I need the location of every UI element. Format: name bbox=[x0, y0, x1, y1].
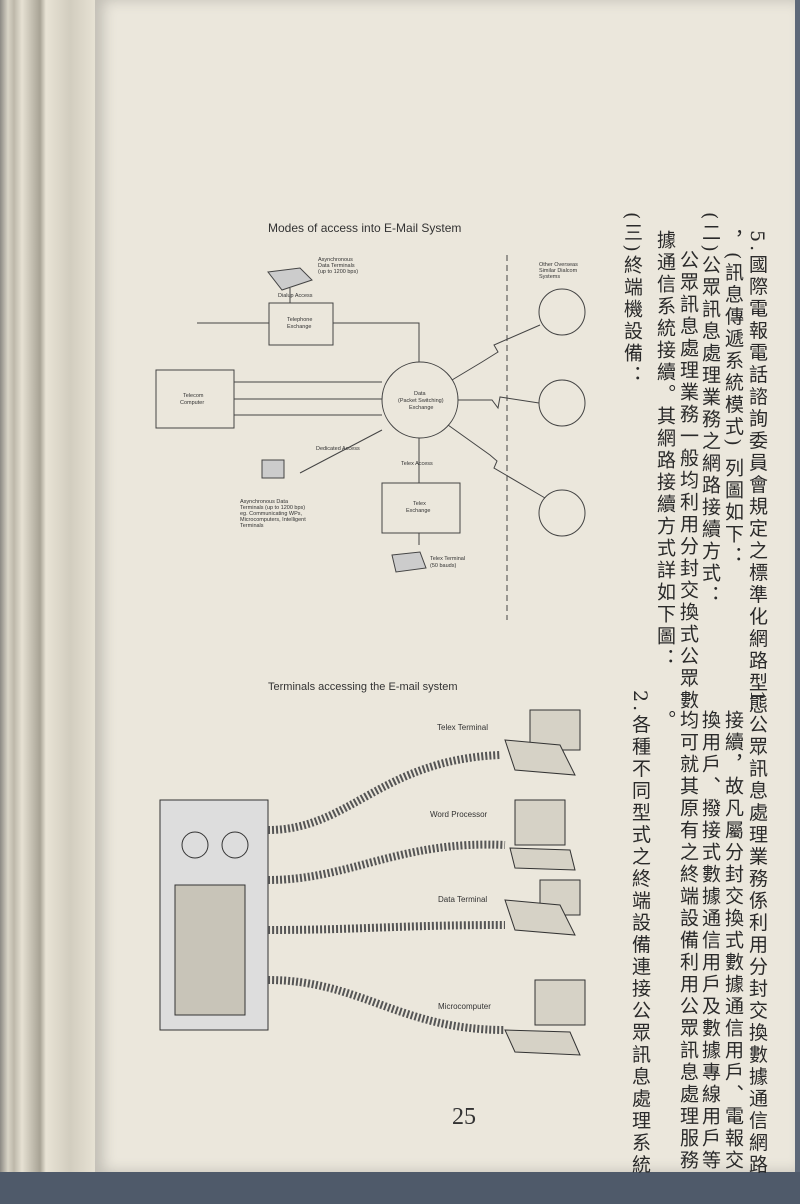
terminal-icon bbox=[504, 709, 586, 1056]
terminal-label: Word Processor bbox=[430, 810, 488, 819]
overseas-system-circle bbox=[538, 489, 586, 537]
body-text-column: 均可就其原有之終端設備利用公眾訊息處理服務 bbox=[677, 710, 699, 1172]
svg-text:Other Overseas: Other Overseas bbox=[539, 262, 578, 268]
body-text-column: 公眾訊息處理業務一般均利用分封交換式公眾數 bbox=[677, 250, 699, 712]
svg-text:Exchange: Exchange bbox=[409, 405, 433, 411]
svg-text:Dialup Access: Dialup Access bbox=[278, 293, 313, 299]
svg-text:Telex Access: Telex Access bbox=[401, 461, 433, 467]
terminal-icon bbox=[261, 267, 427, 573]
svg-text:Data Terminals: Data Terminals bbox=[318, 263, 355, 269]
svg-text:Terminals: Terminals bbox=[240, 523, 264, 529]
svg-text:(50 bauds): (50 bauds) bbox=[430, 563, 456, 569]
svg-text:Data: Data bbox=[414, 391, 427, 397]
body-text-column: 據通信系統接續。其網路接續方式詳如下圖： bbox=[654, 230, 676, 670]
svg-text:Terminals (up to 1200 bps): Terminals (up to 1200 bps) bbox=[240, 505, 305, 511]
diagram-title: Modes of access into E-Mail System bbox=[268, 221, 461, 235]
telex-exchange-box bbox=[381, 482, 461, 534]
body-text-column: 5.國際電報電話諮詢委員會規定之標準化網路型態 bbox=[746, 230, 768, 717]
overseas-system-circle bbox=[538, 288, 586, 336]
svg-text:Exchange: Exchange bbox=[406, 508, 430, 514]
svg-text:Systems: Systems bbox=[539, 274, 560, 280]
page-number: 25 bbox=[452, 1104, 476, 1130]
svg-text:Similar Dialcom: Similar Dialcom bbox=[539, 268, 578, 274]
svg-text:Asynchronous Data: Asynchronous Data bbox=[240, 499, 289, 505]
body-text-column: 接續，故凡屬分封交換式數據通信用戶、電報交 bbox=[722, 710, 744, 1172]
svg-text:Asynchronous: Asynchronous bbox=[318, 257, 353, 263]
body-text-column: (三)終端機設備： bbox=[621, 212, 643, 387]
body-text-column: (二)公眾訊息處理業務之網路接續方式： bbox=[699, 212, 721, 607]
svg-text:Telex Terminal: Telex Terminal bbox=[430, 556, 465, 562]
body-text-column: 。 bbox=[654, 710, 676, 732]
svg-text:Exchange: Exchange bbox=[287, 324, 311, 330]
terminal-label: Telex Terminal bbox=[437, 723, 488, 732]
svg-text:Dedicated Access: Dedicated Access bbox=[316, 446, 360, 452]
body-text-column: 2.各種不同型式之終端設備連接公眾訊息處理系統 bbox=[629, 690, 651, 1177]
body-text-column: 換用戶、撥接式數據通信用戶及數據專線用戶等 bbox=[699, 710, 721, 1172]
svg-text:eg. Communicating WPs,: eg. Communicating WPs, bbox=[240, 511, 303, 517]
body-text-column: 1.公眾訊息處理業務係利用分封交換數據通信網路 bbox=[746, 690, 768, 1177]
terminal-label: Microcomputer bbox=[438, 1002, 491, 1011]
book-page-edges bbox=[0, 0, 100, 1175]
background bbox=[0, 1172, 800, 1204]
svg-text:Telephone: Telephone bbox=[287, 317, 312, 323]
telephone-exchange-box bbox=[268, 302, 334, 346]
terminal-label: Data Terminal bbox=[438, 895, 487, 904]
svg-text:(up to 1200 bps): (up to 1200 bps) bbox=[318, 269, 358, 275]
diagram-title: Terminals accessing the E-mail system bbox=[268, 681, 458, 693]
svg-text:Computer: Computer bbox=[180, 400, 204, 406]
svg-text:Telecom: Telecom bbox=[183, 393, 204, 399]
mainframe-icon bbox=[159, 799, 269, 1031]
cable-bundles bbox=[267, 751, 506, 1034]
svg-text:Telex: Telex bbox=[413, 501, 426, 507]
body-text-column: ，(訊息傳遞系統模式) 列圖如下： bbox=[722, 230, 744, 568]
svg-text:Microcomputers, Intelligent: Microcomputers, Intelligent bbox=[240, 517, 306, 523]
svg-text:(Packet Switching): (Packet Switching) bbox=[398, 398, 444, 404]
